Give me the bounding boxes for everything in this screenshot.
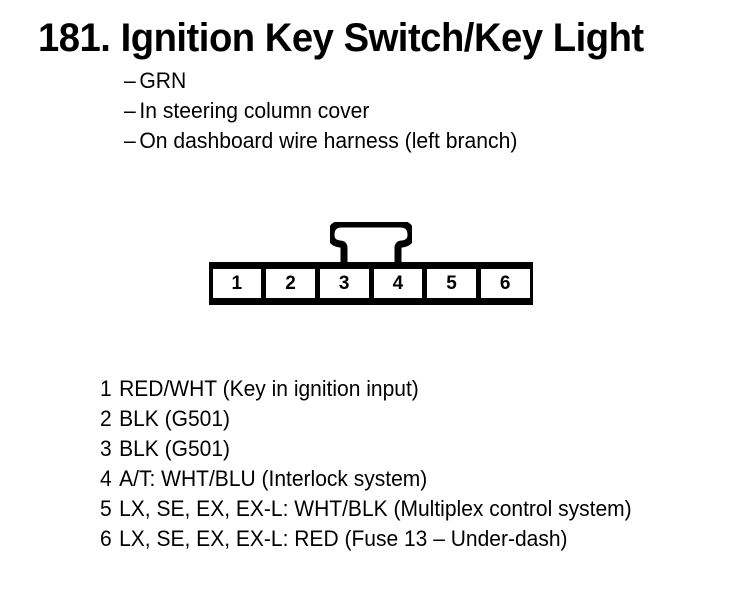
note-item-label: On dashboard wire harness (left branch) <box>139 128 518 153</box>
pin-legend-description: LX, SE, EX, EX-L: WHT/BLK (Multiplex con… <box>119 496 632 521</box>
pin-legend-number: 1 <box>100 376 112 401</box>
connector-pin-cell: 1 <box>212 269 262 298</box>
pin-legend-description: BLK (G501) <box>119 436 231 461</box>
connector-pin-number: 6 <box>499 273 511 294</box>
connector-pin-cell: 4 <box>373 269 423 298</box>
connector-pin-cell: 6 <box>480 269 530 298</box>
pin-legend-row: 5 LX, SE, EX, EX-L: WHT/BLK (Multiplex c… <box>100 494 692 524</box>
pin-legend-number: 5 <box>100 496 112 521</box>
pin-legend-description: RED/WHT (Key in ignition input) <box>119 376 419 401</box>
pin-legend-row: 3 BLK (G501) <box>100 434 692 464</box>
note-item: – On dashboard wire harness (left branch… <box>124 126 662 156</box>
pin-legend-number: 6 <box>100 526 112 551</box>
note-item-label: In steering column cover <box>139 98 370 123</box>
note-item: – In steering column cover <box>124 96 662 126</box>
pin-legend-list: 1 RED/WHT (Key in ignition input) 2 BLK … <box>100 374 720 554</box>
connector-diagram: 1 2 3 4 5 6 <box>209 222 533 305</box>
connector-pin-number: 1 <box>231 273 243 294</box>
connector-notes-list: – GRN – In steering column cover – On da… <box>124 66 684 156</box>
pin-legend-row: 6 LX, SE, EX, EX-L: RED (Fuse 13 – Under… <box>100 524 692 554</box>
connector-pin-number: 4 <box>392 273 404 294</box>
pin-legend-number: 4 <box>100 466 112 491</box>
en-dash-bullet-icon: – <box>124 68 136 93</box>
connector-latch-icon <box>330 222 412 263</box>
connector-pin-number: 2 <box>285 273 296 294</box>
pin-legend-row: 2 BLK (G501) <box>100 404 692 434</box>
connector-pin-cell: 2 <box>266 269 315 298</box>
note-item: – GRN <box>124 66 662 96</box>
pin-legend-description: BLK (G501) <box>119 406 231 431</box>
page-title: 181. Ignition Key Switch/Key Light <box>38 16 644 60</box>
pin-legend-number: 2 <box>100 406 112 431</box>
pin-legend-row: 4 A/T: WHT/BLU (Interlock system) <box>100 464 692 494</box>
connector-pin-cell: 3 <box>319 269 369 298</box>
pin-legend-description: LX, SE, EX, EX-L: RED (Fuse 13 – Under-d… <box>119 526 568 551</box>
connector-pin-number: 5 <box>446 273 457 294</box>
connector-pin-number: 3 <box>338 273 350 294</box>
en-dash-bullet-icon: – <box>124 98 136 123</box>
connector-pin-row: 1 2 3 4 5 6 <box>209 262 533 305</box>
note-item-label: GRN <box>139 68 187 93</box>
pin-legend-number: 3 <box>100 436 112 461</box>
connector-pin-cell: 5 <box>427 269 476 298</box>
pin-legend-row: 1 RED/WHT (Key in ignition input) <box>100 374 692 404</box>
en-dash-bullet-icon: – <box>124 128 136 153</box>
pin-legend-description: A/T: WHT/BLU (Interlock system) <box>119 466 428 491</box>
